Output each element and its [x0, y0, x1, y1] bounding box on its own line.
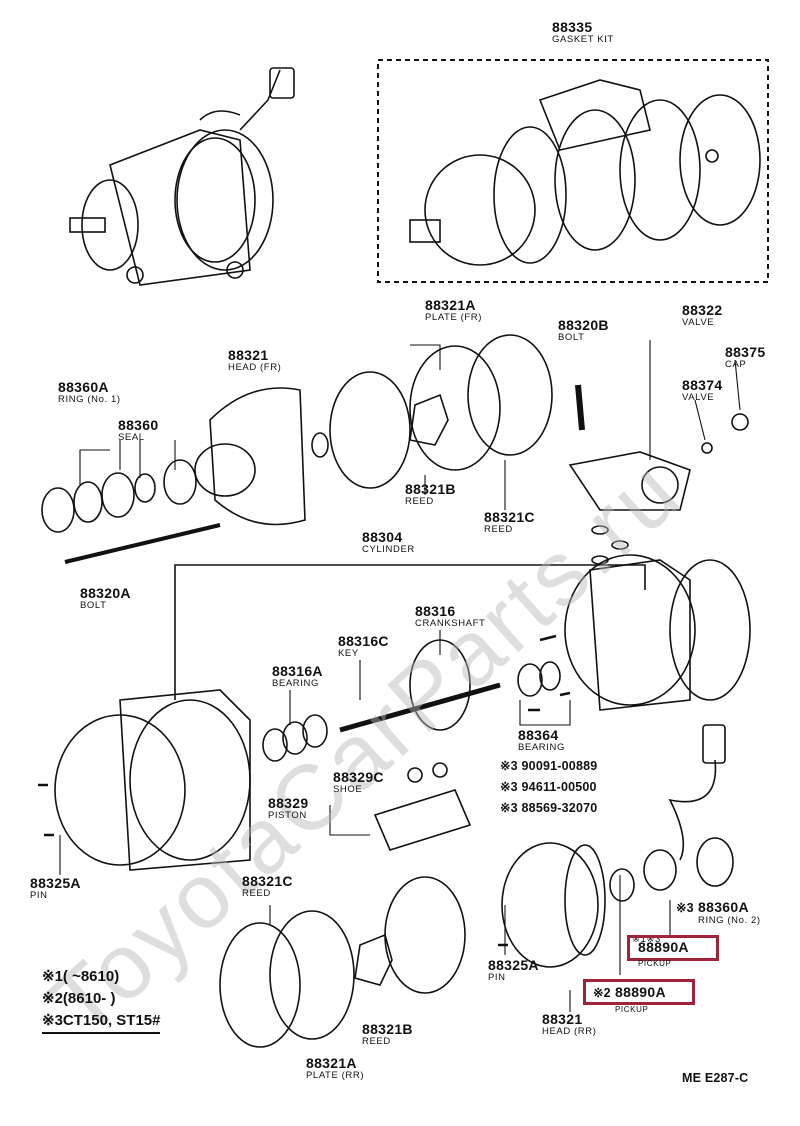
leader-lines	[59, 340, 741, 1012]
plate-fr-disc	[409, 345, 501, 471]
pickup-2-highlight-box	[583, 979, 695, 1005]
cylinder-bracket	[174, 564, 646, 700]
bolt-a-shaft	[64, 523, 221, 564]
head-rr-part	[501, 842, 635, 968]
valve-assembly	[568, 413, 749, 565]
label-pickup-1-mark: ※1※3	[632, 934, 661, 945]
legend: ※1( ~8610) ※2(8610- ) ※3CT150, ST15#	[42, 966, 161, 1034]
gasket-kit-parts	[409, 79, 761, 266]
ring-no2-part	[696, 837, 734, 887]
bearing-a-part	[262, 714, 328, 762]
legend-row-2: ※2(8610- )	[42, 990, 116, 1007]
small-pins	[38, 634, 571, 947]
pickup-connector	[702, 724, 726, 764]
figure-code: ME E287-C	[682, 1071, 749, 1085]
bolt-b-shaft	[575, 384, 585, 431]
pickup-sensor	[643, 849, 677, 891]
head-fr-part	[194, 387, 329, 526]
label-part-88569: ※3 88569-32070	[500, 801, 598, 815]
seal-set	[41, 459, 197, 533]
head-rr-plate	[384, 876, 466, 994]
reed-b-rr-star	[354, 933, 393, 986]
label-pickup-2: ※2 88890A PICKUP	[593, 984, 666, 1014]
reed-c-fr	[467, 334, 553, 456]
pickup-wire	[668, 759, 717, 861]
cylinder-rr-block	[564, 554, 751, 711]
shoe-part-1	[407, 767, 423, 783]
gasket-kit-box	[377, 59, 769, 283]
shoe-part-2	[432, 762, 448, 778]
assembled-compressor	[69, 67, 295, 286]
pickup-1-highlight-box	[627, 935, 719, 961]
plate-rr-disc	[269, 910, 355, 1040]
cylinder-fr-block	[54, 689, 251, 871]
reed-b-star	[409, 393, 449, 446]
piston-part	[373, 789, 472, 851]
legend-row-3: ※3CT150, ST15#	[42, 1010, 161, 1034]
reed-c-rr	[219, 922, 301, 1048]
reed-plate-fr	[329, 371, 411, 489]
label-part-94611: ※3 94611-00500	[500, 780, 597, 794]
legend-row-1: ※1( ~8610)	[42, 968, 120, 985]
label-ring-no2: ※3 88360A RING (No. 2)	[676, 899, 761, 926]
label-part-90091: ※3 90091-00889	[500, 759, 598, 773]
